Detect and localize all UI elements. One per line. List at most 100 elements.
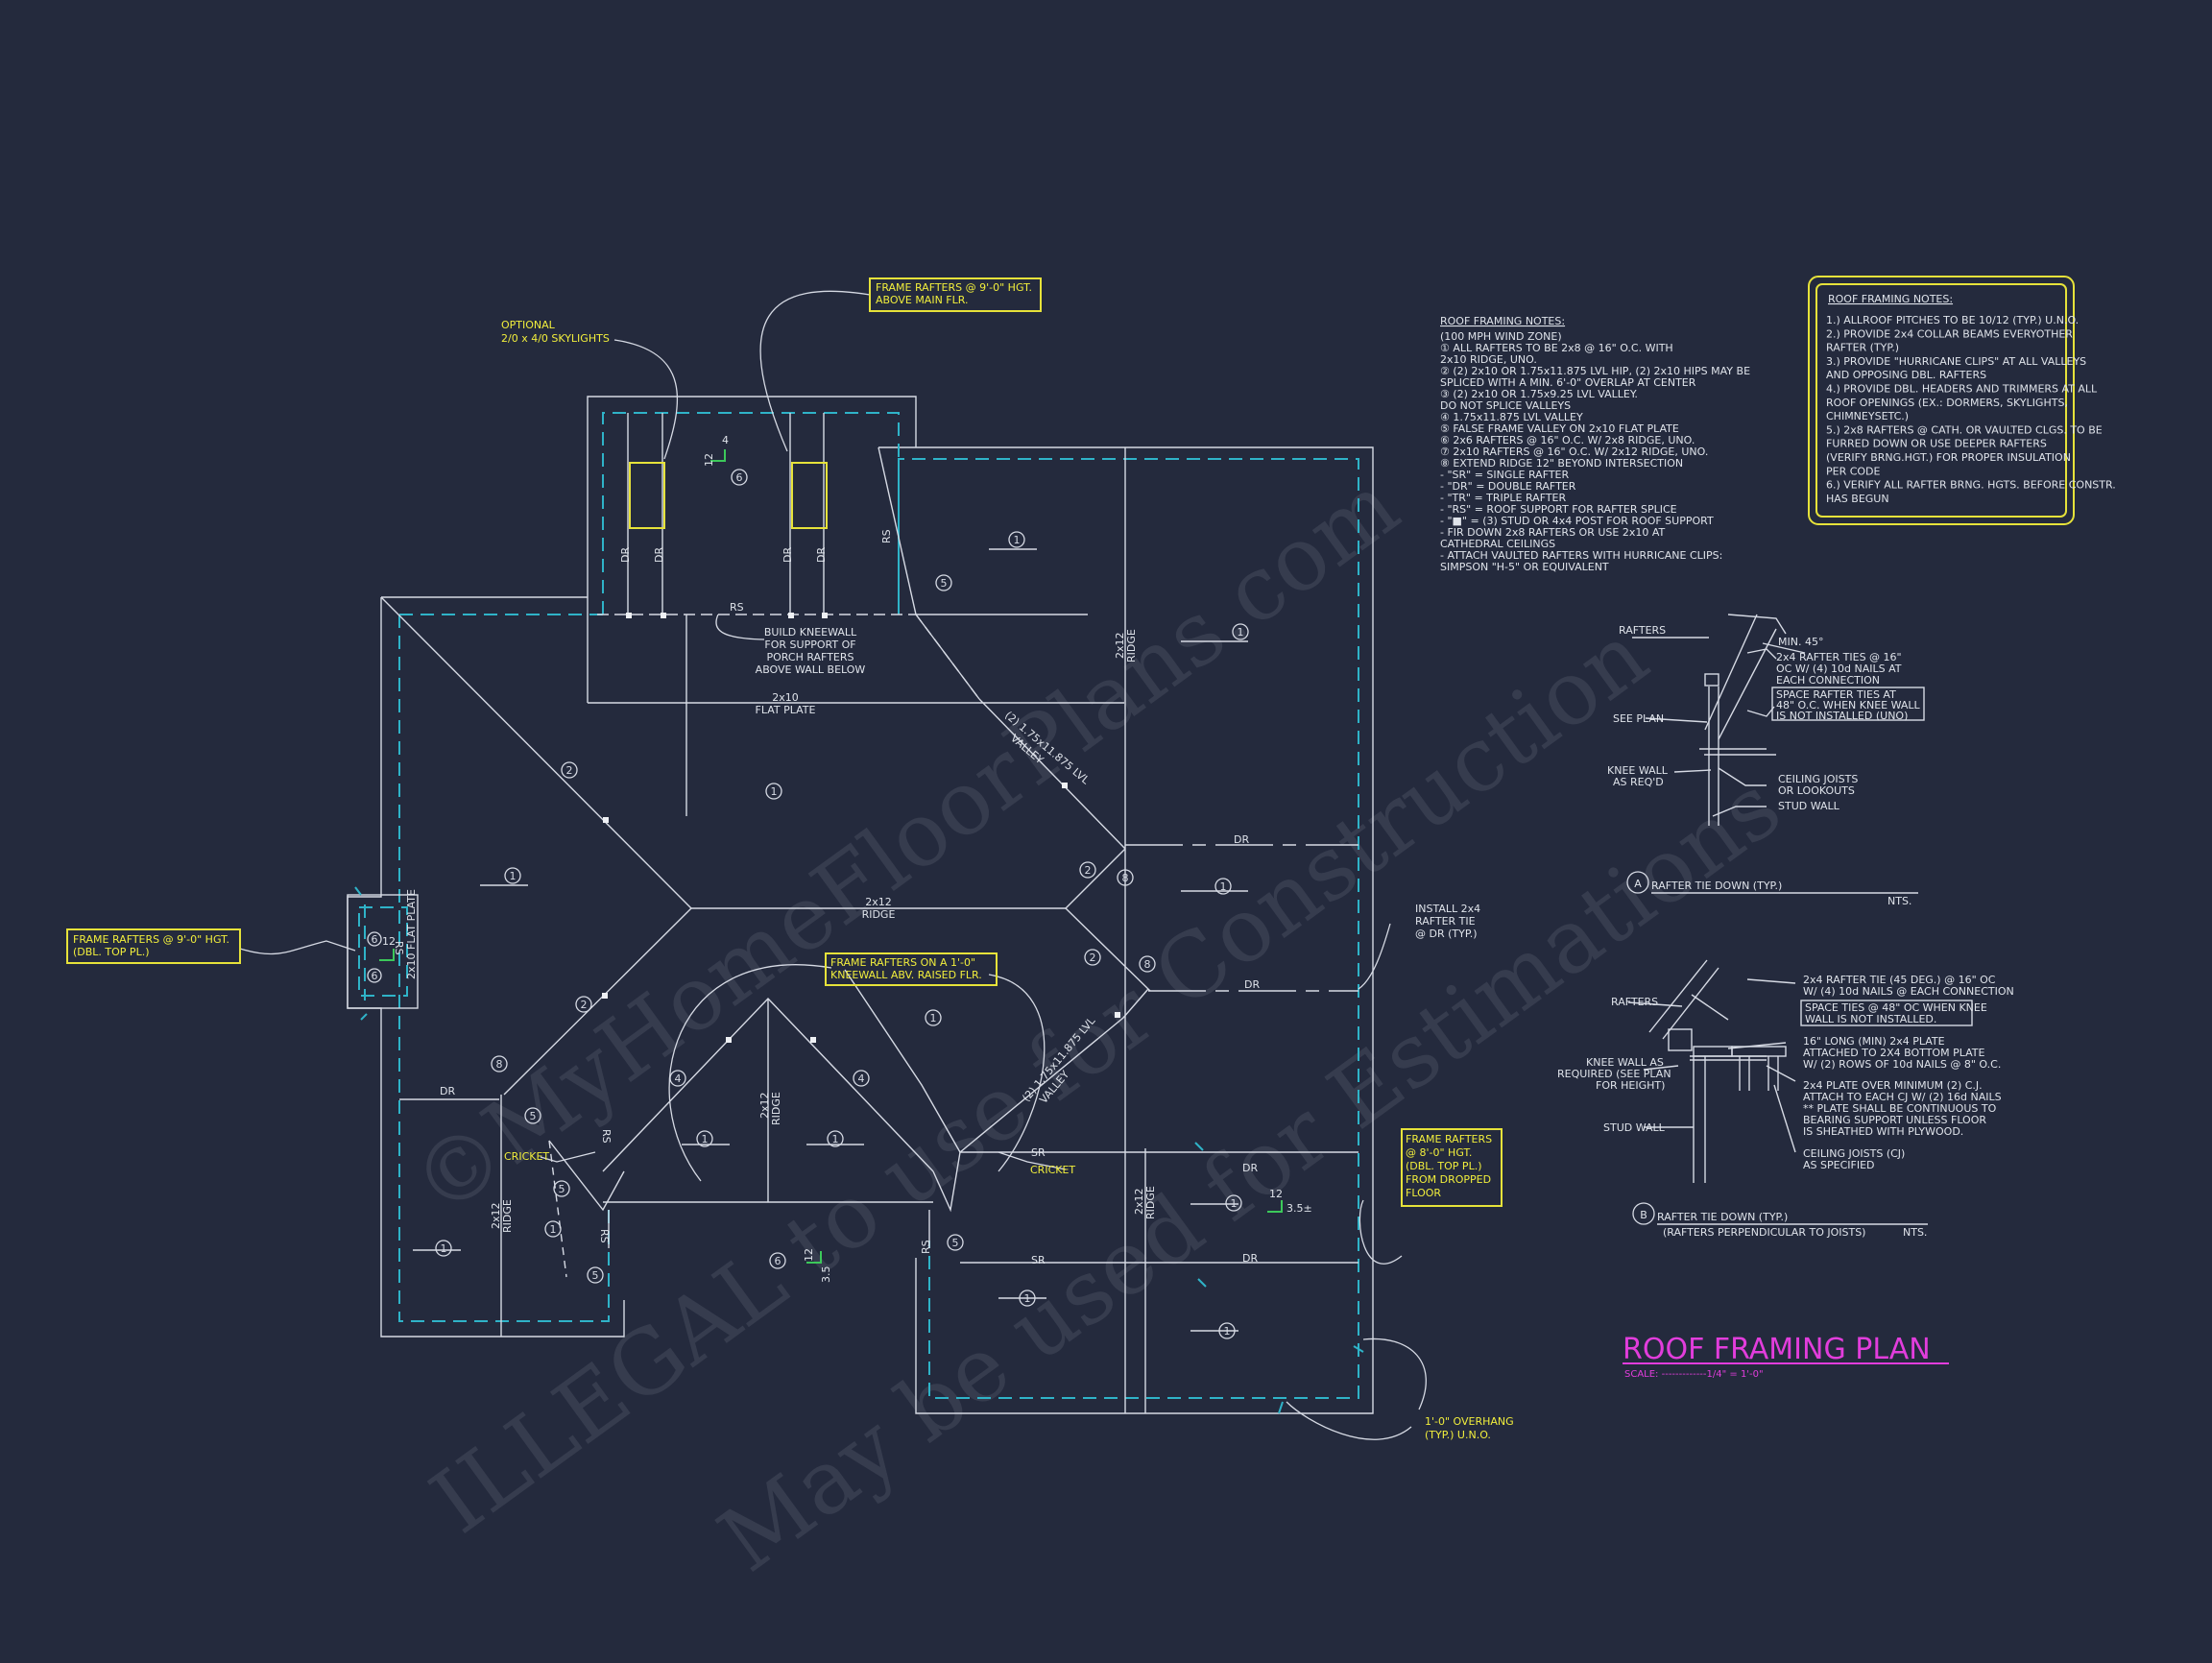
notes-right: ROOF FRAMING NOTES: 1.) ALLROOF PITCHES … — [1808, 276, 2116, 525]
cricket-label-left: CRICKET — [504, 1150, 549, 1163]
notes-left-line: ⑥ 2x6 RAFTERS @ 16" O.C. W/ 2x8 RIDGE, U… — [1440, 434, 1695, 446]
notes-right-line: FURRED DOWN OR USE DEEPER RAFTERS — [1826, 438, 2047, 450]
notes-right-line: 1.) ALLROOF PITCHES TO BE 10/12 (TYP.) U… — [1826, 314, 2079, 326]
notes-left-line: ④ 1.75x11.875 LVL VALLEY — [1440, 411, 1583, 423]
detail-b-subtitle: (RAFTERS PERPENDICULAR TO JOISTS) — [1663, 1226, 1865, 1239]
ridge-word-main: RIDGE — [862, 908, 896, 921]
ridge-word-left: RIDGE — [501, 1199, 514, 1233]
callout-rafters-dropped: FRAME RAFTERS @ 8'-0" HGT. (DBL. TOP PL.… — [1401, 1128, 1503, 1207]
skylights-line-2: 2/0 x 4/0 SKYLIGHTS — [501, 332, 610, 345]
notes-left-line: ② (2) 2x10 OR 1.75x11.875 LVL HIP, (2) 2… — [1440, 365, 1750, 377]
page-title: ROOF FRAMING PLAN — [1623, 1333, 1931, 1366]
svg-text:6: 6 — [736, 471, 743, 484]
detail-b-title: RAFTER TIE DOWN (TYP.) — [1657, 1211, 1788, 1223]
dr-label-6: DR — [1244, 978, 1260, 991]
pitch-12-a: 12 — [703, 453, 715, 467]
svg-text:2: 2 — [1090, 952, 1096, 964]
scale-label: SCALE: -------------1/4" = 1'-0" — [1624, 1369, 1764, 1380]
notes-right-line: (VERIFY BRNG.HGT.) FOR PROPER INSULATION — [1826, 451, 2071, 464]
svg-text:4: 4 — [675, 1073, 682, 1085]
skylight-left — [629, 462, 665, 529]
svg-text:1: 1 — [1024, 1292, 1031, 1305]
detail-a-min45: MIN. 45° — [1778, 636, 1823, 648]
svg-text:2: 2 — [566, 764, 573, 777]
detail-a-space-3: IS NOT INSTALLED (UNO) — [1776, 710, 1908, 722]
detail-b-plate16-1: 16" LONG (MIN) 2x4 PLATE — [1803, 1035, 1945, 1048]
callout-skylights: OPTIONAL 2/0 x 4/0 SKYLIGHTS — [501, 319, 610, 345]
svg-text:5: 5 — [952, 1237, 959, 1249]
svg-text:8: 8 — [1144, 958, 1151, 971]
detail-b-ceiling-2: AS SPECIFIED — [1803, 1159, 1875, 1171]
svg-text:1: 1 — [510, 870, 517, 882]
dr-label-9: DR — [440, 1085, 455, 1097]
kneewall-raised-line-1: FRAME RAFTERS ON A 1'-0" — [830, 956, 975, 969]
notes-left-line: CATHEDRAL CEILINGS — [1440, 538, 1555, 550]
cricket-label-right: CRICKET — [1030, 1164, 1075, 1176]
notes-left-line: - FIR DOWN 2x8 RAFTERS OR USE 2x10 AT — [1440, 526, 1666, 539]
notes-left-line: 2x10 RIDGE, UNO. — [1440, 353, 1537, 366]
detail-b-plate16-2: ATTACHED TO 2X4 BOTTOM PLATE — [1803, 1047, 1984, 1059]
detail-a-nts: NTS. — [1887, 895, 1911, 907]
detail-a-rafters: RAFTERS — [1619, 624, 1666, 637]
pitch-12-b: 12 — [382, 935, 396, 948]
svg-text:1: 1 — [1014, 534, 1021, 546]
svg-text:1: 1 — [441, 1242, 447, 1255]
overhang-line-1: 1'-0" OVERHANG — [1425, 1415, 1514, 1428]
svg-text:1: 1 — [1224, 1325, 1231, 1338]
flat-plate-word: FLAT PLATE — [756, 704, 816, 716]
notes-right-line: 6.) VERIFY ALL RAFTER BRNG. HGTS. BEFORE… — [1826, 479, 2116, 492]
leaders — [239, 290, 1427, 1440]
notes-right-line: 5.) 2x8 RAFTERS @ CATH. OR VAULTED CLGS.… — [1826, 423, 2103, 436]
ridge-word-vert: RIDGE — [1125, 629, 1138, 663]
detail-a-space-2: 48" O.C. WHEN KNEE WALL — [1776, 699, 1921, 711]
notes-left-line: ③ (2) 2x10 OR 1.75x9.25 LVL VALLEY. — [1440, 388, 1638, 400]
svg-text:1: 1 — [702, 1133, 709, 1145]
ridge-size-left: 2x12 — [490, 1202, 502, 1229]
detail-b-rafters: RAFTERS — [1611, 996, 1658, 1008]
svg-text:6: 6 — [372, 970, 378, 982]
ridge-size-gable: 2x12 — [758, 1092, 771, 1119]
rs-label-5: RS — [598, 1229, 611, 1243]
clip-markers — [354, 886, 1364, 1414]
callout-install-tie: INSTALL 2x4 RAFTER TIE @ DR (TYP.) — [1415, 903, 1480, 940]
rafters-dropped-line-2: @ 8'-0" HGT. — [1406, 1146, 1472, 1159]
plan-text: DR DR DR DR RS RS RS RS RS RS DR DR DR D… — [393, 529, 1260, 1266]
roof-lines — [380, 413, 1358, 1413]
ridge-word-right: RIDGE — [1144, 1186, 1157, 1219]
svg-text:5: 5 — [530, 1110, 537, 1122]
dr-label-3: DR — [781, 547, 794, 563]
flat-plate-size: 2x10 — [772, 691, 799, 704]
rafters-dropped-line-3: (DBL. TOP PL.) — [1406, 1160, 1482, 1172]
pitch-35: 3.5 — [820, 1266, 832, 1284]
flat-plate-side: 2x10 FLAT PLATE — [405, 889, 418, 979]
detail-a-see-plan: SEE PLAN — [1613, 712, 1664, 725]
install-tie-line-3: @ DR (TYP.) — [1415, 928, 1478, 940]
overhang-line-2: (TYP.) U.N.O. — [1425, 1429, 1491, 1441]
notes-left-line: - "■" = (3) STUD OR 4x4 POST FOR ROOF SU… — [1440, 515, 1714, 527]
build-kneewall-line-2: FOR SUPPORT OF — [764, 639, 855, 651]
build-kneewall-line-3: PORCH RAFTERS — [767, 651, 854, 663]
note-markers: 1 1 1 1 1 1 1 1 1 1 1 1 1 2 2 2 2 4 4 5 … — [367, 469, 1249, 1339]
detail-b-ceiling-1: CEILING JOISTS (CJ) — [1803, 1147, 1905, 1160]
svg-text:1: 1 — [550, 1223, 557, 1236]
notes-right-line: AND OPPOSING DBL. RAFTERS — [1826, 369, 1986, 381]
detail-a-knee-2: AS REQ'D — [1613, 776, 1664, 788]
callout-build-kneewall: BUILD KNEEWALL FOR SUPPORT OF PORCH RAFT… — [756, 626, 866, 676]
svg-text:5: 5 — [592, 1269, 599, 1282]
build-kneewall-line-4: ABOVE WALL BELOW — [756, 663, 866, 676]
rs-label-2: RS — [730, 601, 744, 614]
svg-text:1: 1 — [832, 1133, 839, 1145]
detail-b-plate16-3: W/ (2) ROWS OF 10d NAILS @ 8" O.C. — [1803, 1058, 2001, 1071]
svg-text:1: 1 — [930, 1012, 937, 1024]
notes-right-line: PER CODE — [1826, 465, 1881, 477]
detail-b-space-2: WALL IS NOT INSTALLED. — [1805, 1013, 1936, 1025]
dr-label-5: DR — [1234, 833, 1249, 846]
notes-left-line: - "TR" = TRIPLE RAFTER — [1440, 492, 1566, 504]
detail-b-plateover-2: ATTACH TO EACH CJ W/ (2) 16d NAILS — [1803, 1091, 2002, 1103]
notes-left-line: - "RS" = ROOF SUPPORT FOR RAFTER SPLICE — [1440, 503, 1677, 516]
rafters-main-line-1: FRAME RAFTERS @ 9'-0" HGT. — [876, 281, 1032, 294]
svg-text:1: 1 — [771, 785, 778, 798]
notes-left-line: - "SR" = SINGLE RAFTER — [1440, 469, 1570, 481]
notes-left-line: ① ALL RAFTERS TO BE 2x8 @ 16" O.C. WITH — [1440, 342, 1673, 354]
